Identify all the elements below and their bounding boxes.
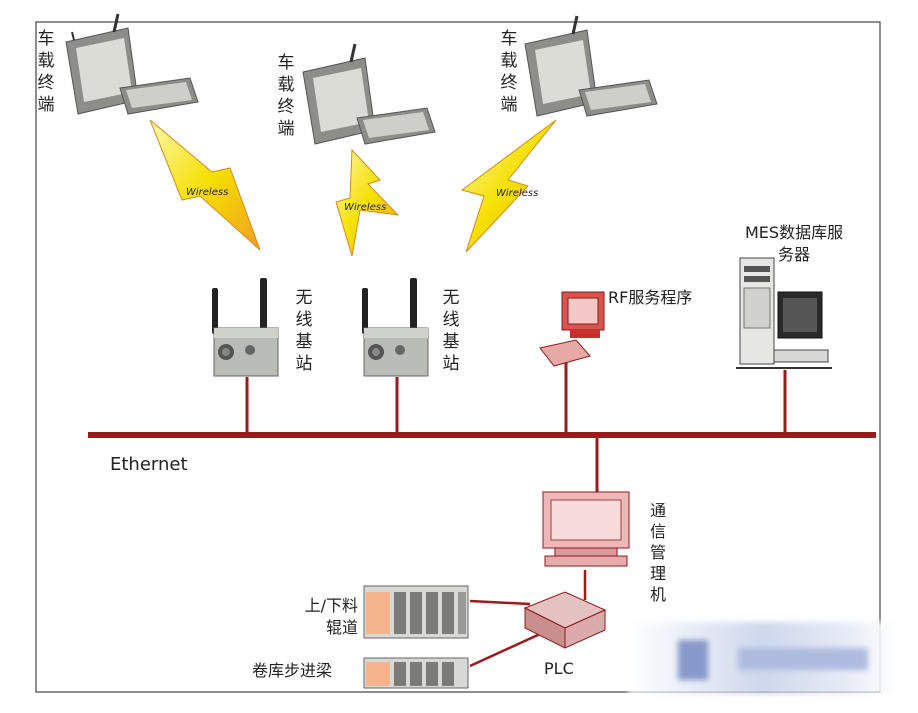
base-station-2 — [362, 278, 429, 377]
base-station-1-label: 无 线 基 站 — [295, 288, 313, 374]
plc-label: PLC — [544, 659, 574, 678]
vehicle-terminal-3 — [524, 15, 658, 117]
wireless-bolt-2 — [335, 148, 400, 257]
coil-beam-label: 卷库步进梁 — [252, 661, 333, 680]
vehicle-terminal-1 — [65, 13, 199, 115]
mes-server — [736, 257, 832, 369]
base-station-2-label: 无 线 基 站 — [442, 288, 460, 374]
plc-unit — [523, 591, 607, 649]
comm-manager-pc — [542, 491, 630, 567]
base-station-1 — [212, 278, 279, 377]
wireless-label-2: Wireless — [344, 202, 387, 213]
blurred-watermark — [628, 622, 898, 694]
io-rack-conveyor — [363, 585, 469, 639]
wireless-bolt-3 — [460, 119, 557, 253]
comm-manager-label: 通 信 管 理 机 — [649, 501, 666, 604]
wireless-label-3: Wireless — [496, 188, 539, 199]
wireless-bolt-1 — [149, 119, 261, 251]
rf-service-pc — [539, 291, 605, 367]
wireless-label-1: Wireless — [186, 187, 229, 198]
mes-server-label: MES数据库服 务器 — [745, 223, 844, 264]
terminal-1-label: 车 载 终 端 — [37, 29, 55, 115]
terminal-3-label: 车 载 终 端 — [500, 29, 518, 115]
link-plc-beam — [469, 632, 541, 668]
rf-service-label: RF服务程序 — [608, 288, 693, 307]
vehicle-terminal-2 — [302, 43, 436, 145]
frame-border — [35, 21, 881, 693]
terminal-2-label: 车 载 终 端 — [277, 53, 295, 139]
conveyor-label: 上/下料 辊道 — [304, 596, 358, 637]
ethernet-label: Ethernet — [110, 454, 188, 475]
io-rack-coil-beam — [363, 657, 469, 689]
link-plc-conveyor — [469, 599, 531, 606]
